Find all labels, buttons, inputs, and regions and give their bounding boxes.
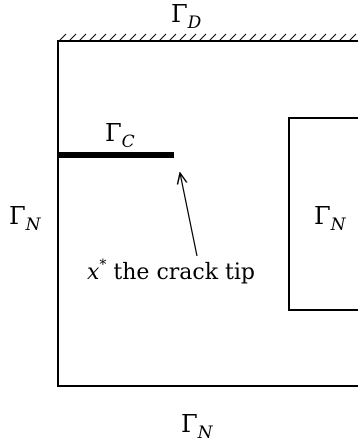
gamma-n-bottom-label: ΓN xyxy=(181,410,214,443)
gamma-n-right-subscript: N xyxy=(330,215,347,235)
dirichlet-hatching xyxy=(58,33,357,42)
crack-tip-arrow xyxy=(180,173,198,257)
crack-tip-superscript: * xyxy=(99,257,106,273)
gamma-c-symbol: Γ xyxy=(105,119,122,147)
gamma-n-right-label: ΓN xyxy=(314,202,347,235)
crack-tip-variable: x xyxy=(87,260,100,285)
gamma-c-subscript: C xyxy=(122,132,135,152)
gamma-n-bottom-subscript: N xyxy=(197,423,214,443)
gamma-d-subscript: D xyxy=(187,13,202,33)
crack-tip-text: the crack tip xyxy=(106,260,255,285)
gamma-d-label: ΓD xyxy=(171,0,202,33)
inner-region-boundary xyxy=(288,117,358,311)
gamma-c-label: ΓC xyxy=(105,119,135,152)
crack-tip-label: x* the crack tip xyxy=(87,257,255,285)
gamma-n-bottom-symbol: Γ xyxy=(181,410,198,438)
gamma-n-left-subscript: N xyxy=(25,215,42,235)
gamma-n-left-label: ΓN xyxy=(9,202,42,235)
gamma-n-left-symbol: Γ xyxy=(9,202,26,230)
gamma-d-symbol: Γ xyxy=(171,0,188,28)
gamma-n-right-symbol: Γ xyxy=(314,202,331,230)
